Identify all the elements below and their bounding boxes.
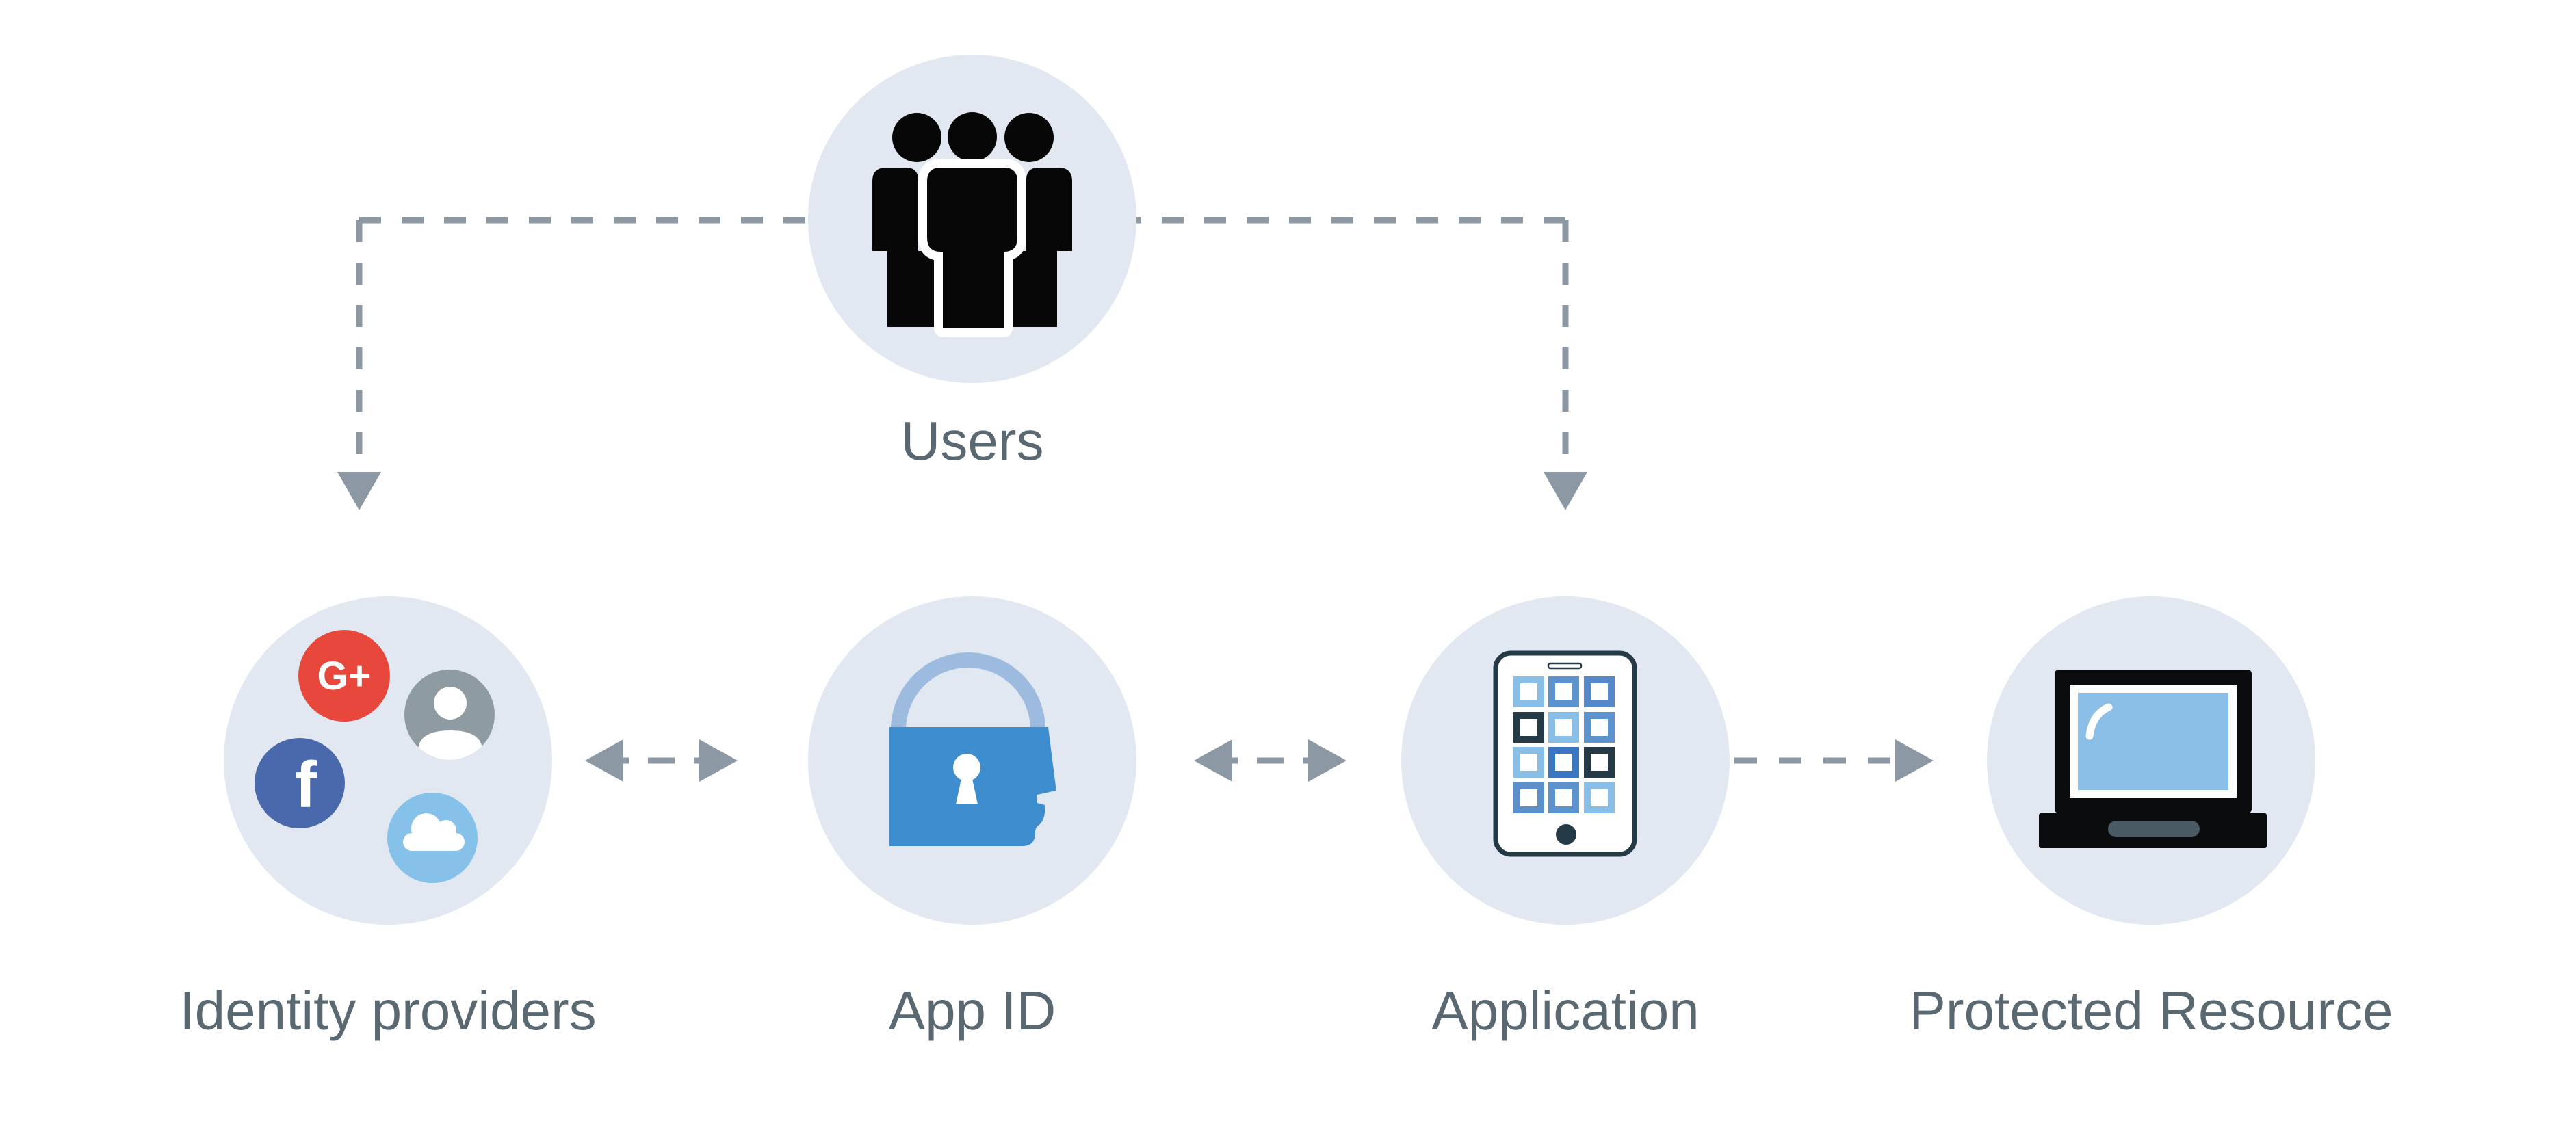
- app-grid-icon: [1513, 676, 1615, 813]
- users-group-icon: [872, 112, 1072, 337]
- person-body-icon: [872, 168, 934, 327]
- app-tile: [1513, 782, 1544, 813]
- keyhole-stem: [956, 776, 978, 804]
- edge-users-to-application: [1136, 217, 1587, 510]
- avatar-shoulders-icon: [418, 730, 482, 760]
- arrowhead-right-icon: [1308, 739, 1346, 782]
- arrowhead-right-icon: [699, 739, 738, 782]
- google-plus-icon: G+: [317, 654, 372, 698]
- phone-icon: [1493, 650, 1637, 857]
- app-tile: [1584, 782, 1615, 813]
- facebook-icon-group: f: [295, 748, 317, 821]
- cloud-bump: [411, 813, 441, 843]
- identity-providers-icon: G+ f: [255, 630, 495, 883]
- person-head-icon: [948, 112, 997, 161]
- node-protected-resource: Protected Resource: [1909, 596, 2393, 1041]
- screen-reflection: [2085, 703, 2113, 740]
- node-label-application: Application: [1431, 980, 1699, 1041]
- facebook-icon: f: [295, 748, 317, 821]
- node-application: Application: [1401, 596, 1730, 1041]
- person-head-icon: [892, 113, 941, 162]
- app-tile: [1513, 676, 1544, 707]
- phone-speaker: [1547, 662, 1583, 670]
- keyhole-circle: [953, 754, 980, 781]
- avatar-head-icon: [434, 687, 467, 720]
- google-plus-badge: [298, 630, 390, 722]
- app-tile: [1548, 747, 1579, 778]
- avatar-person-icon: [418, 687, 482, 760]
- arrowhead-down-icon: [337, 472, 381, 510]
- node-users: Users: [808, 55, 1136, 471]
- node-app-id: App ID: [808, 596, 1136, 1041]
- arrowhead-left-icon: [585, 739, 623, 782]
- laptop-trackpad: [2108, 821, 2200, 837]
- app-tile: [1548, 676, 1579, 707]
- arrowhead-right-icon: [1895, 739, 1934, 782]
- keyhole-icon: [953, 754, 980, 804]
- facebook-badge: [255, 738, 345, 828]
- laptop-screen: [2078, 693, 2228, 790]
- edge-identity-providers-app-id: [585, 739, 738, 782]
- person-head-icon: [1004, 113, 1054, 162]
- node-label-users: Users: [901, 410, 1044, 471]
- app-tile: [1513, 712, 1544, 743]
- arrowhead-down-icon: [1544, 472, 1587, 510]
- node-identity-providers: G+ f Identity providers: [179, 596, 597, 1041]
- app-tile: [1513, 747, 1544, 778]
- app-tile: [1584, 747, 1615, 778]
- arrowhead-left-icon: [1194, 739, 1232, 782]
- phone-home-button: [1556, 824, 1576, 845]
- node-label-app-id: App ID: [889, 980, 1056, 1041]
- node-label-identity-providers: Identity providers: [179, 980, 596, 1041]
- edge-users-to-identity-providers: [337, 217, 808, 510]
- person-body-icon: [1011, 168, 1072, 327]
- app-tile: [1548, 782, 1579, 813]
- cloud-bump: [436, 820, 456, 841]
- app-tile: [1548, 712, 1579, 743]
- edge-app-id-application: [1194, 739, 1346, 782]
- app-tile: [1584, 712, 1615, 743]
- app-tile: [1584, 676, 1615, 707]
- laptop-icon: [2039, 670, 2267, 848]
- edge-application-to-protected-resource: [1734, 739, 1934, 782]
- lock-shackle-icon: [891, 652, 1045, 730]
- app-id-lock-icon: [889, 652, 1056, 846]
- person-body-front-icon: [918, 159, 1026, 337]
- node-label-protected-resource: Protected Resource: [1909, 980, 2393, 1041]
- cloud-icon: [403, 813, 465, 851]
